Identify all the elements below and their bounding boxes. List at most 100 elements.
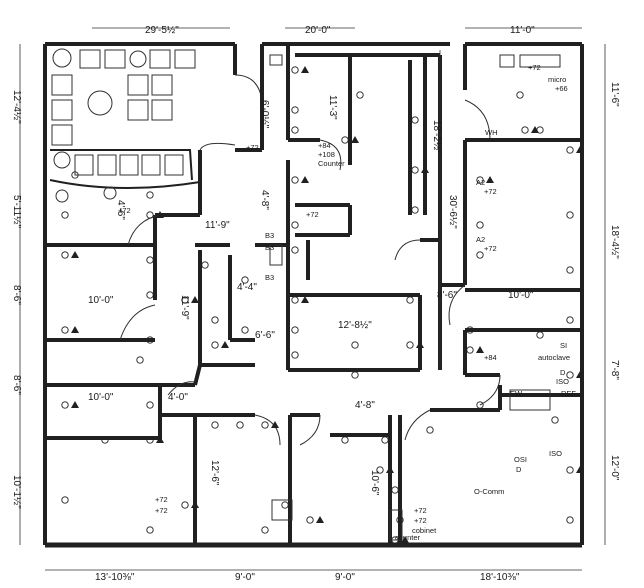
- outlet-symbol: [291, 326, 299, 334]
- outlet-symbol: [211, 316, 219, 324]
- outlet-symbol: [291, 106, 299, 114]
- outlet-symbol: [61, 496, 69, 504]
- note-d-mark: D: [560, 368, 566, 377]
- outlet-symbol: [341, 436, 349, 444]
- outlet-symbol: [261, 526, 269, 534]
- dimension-labels: 29'-5½" 20'-0" 11'-0" 12'-4½" 5'-11½" 8'…: [11, 25, 620, 583]
- note-a2-1: A2: [476, 178, 485, 187]
- dim-interior-d2: 11'-3": [327, 95, 338, 120]
- dim-right-top: 11'-6": [609, 82, 620, 107]
- dim-interior-d14: 12'-8½": [338, 320, 372, 331]
- outlet-symbol: [241, 326, 249, 334]
- note-a2-1-plus72: +72: [484, 187, 497, 196]
- outlet-symbol: [261, 421, 269, 429]
- note-plus72-a: +72: [246, 143, 259, 152]
- outlet-symbol: [291, 221, 299, 229]
- outlet-symbol: [476, 176, 484, 184]
- outlet-symbol: [476, 401, 484, 409]
- outlet-symbol: [476, 251, 484, 259]
- outlet-symbol: [351, 341, 359, 349]
- outlet-symbol: [516, 91, 524, 99]
- dim-bottom-3: 9'-0": [335, 572, 355, 583]
- outlet-symbol: [281, 501, 289, 509]
- note-iso2: ISO: [549, 449, 562, 458]
- outlet-symbol: [291, 296, 299, 304]
- note-b3: B3: [265, 231, 274, 240]
- note-osi: OSI: [514, 455, 527, 464]
- note-micro-plus66: +66: [555, 84, 568, 93]
- outlet-symbol: [551, 416, 559, 424]
- note-si: SI: [560, 341, 567, 350]
- outlet-symbol: [61, 326, 69, 334]
- data-port-symbol: [576, 371, 584, 378]
- outlet-symbol: [406, 341, 414, 349]
- note-a2-2: A2: [476, 235, 485, 244]
- dim-right-low: 12'-0": [609, 455, 620, 481]
- outlet-symbol: [306, 516, 314, 524]
- note-cab-plus72-2: +72: [414, 516, 427, 525]
- dim-interior-d19: 10'-6": [369, 470, 380, 496]
- data-port-symbol: [191, 296, 199, 303]
- dim-interior-d5: 4'-8": [259, 190, 270, 210]
- note-d-mark2: D: [516, 465, 522, 474]
- outlet-symbol: [351, 371, 359, 379]
- outlet-symbol: [291, 246, 299, 254]
- data-port-symbol: [421, 166, 429, 173]
- data-port-symbol: [416, 341, 424, 348]
- data-port-symbol: [271, 421, 279, 428]
- note-micro-plus72: +72: [528, 63, 541, 72]
- dim-left-office3: 10'-1½": [11, 475, 22, 509]
- data-port-symbol: [401, 536, 409, 543]
- data-port-symbol: [301, 296, 309, 303]
- outlet-symbol: [566, 211, 574, 219]
- data-port-symbol: [156, 211, 164, 218]
- outlet-symbols: [61, 66, 584, 544]
- outlet-symbol: [146, 401, 154, 409]
- dim-interior-d9: 6'-6": [255, 330, 275, 341]
- data-port-symbol: [191, 501, 199, 508]
- outlet-symbol: [356, 91, 364, 99]
- note-plus84-low: +84: [484, 353, 497, 362]
- note-autoclave: autoclave: [538, 353, 570, 362]
- data-port-symbol: [71, 401, 79, 408]
- outlet-symbol: [376, 466, 384, 474]
- note-micro: micro: [548, 75, 566, 84]
- outlet-symbol: [466, 326, 474, 334]
- data-port-symbol: [486, 176, 494, 183]
- data-port-symbol: [71, 326, 79, 333]
- dim-interior-d10: 4'-6": [115, 200, 126, 220]
- outlet-symbol: [146, 211, 154, 219]
- exterior-walls: [43, 42, 584, 548]
- dim-bottom-4: 18'-10⅜": [480, 572, 520, 583]
- dim-interior-d11: 10'-0": [88, 295, 114, 306]
- note-cab-plus72-1: +72: [414, 506, 427, 515]
- dim-bottom-2: 9'-0": [235, 572, 255, 583]
- interior-walls: [45, 44, 582, 545]
- dimension-lines: [19, 27, 606, 571]
- outlet-symbol: [291, 126, 299, 134]
- dim-left-office1: 8'-6": [11, 285, 22, 305]
- outlet-symbol: [566, 516, 574, 524]
- annotations: +72 +84 +108 Counter +72 micro +66 +72 W…: [118, 63, 576, 542]
- outlet-symbol: [241, 276, 249, 284]
- dim-interior-d16: 10'-0": [508, 290, 534, 301]
- outlet-symbol: [291, 66, 299, 74]
- outlet-symbol: [201, 261, 209, 269]
- note-a2-2-plus72: +72: [484, 244, 497, 253]
- outlet-symbol: [476, 221, 484, 229]
- outlet-symbol: [536, 331, 544, 339]
- outlet-symbol: [71, 171, 79, 179]
- dim-interior-d6: 11'-9": [205, 220, 230, 231]
- outlet-symbol: [391, 536, 399, 544]
- dim-interior-d8: 4'-4": [237, 282, 257, 293]
- note-plus72-d: +72: [155, 506, 168, 515]
- outlet-symbol: [181, 296, 189, 304]
- data-port-symbol: [576, 146, 584, 153]
- dim-interior-d17: 4'-8": [355, 400, 375, 411]
- outlet-symbol: [381, 436, 389, 444]
- outlet-symbol: [211, 421, 219, 429]
- outlet-symbol: [61, 251, 69, 259]
- outlet-symbol: [411, 206, 419, 214]
- data-port-symbol: [386, 466, 394, 473]
- outlet-symbol: [566, 146, 574, 154]
